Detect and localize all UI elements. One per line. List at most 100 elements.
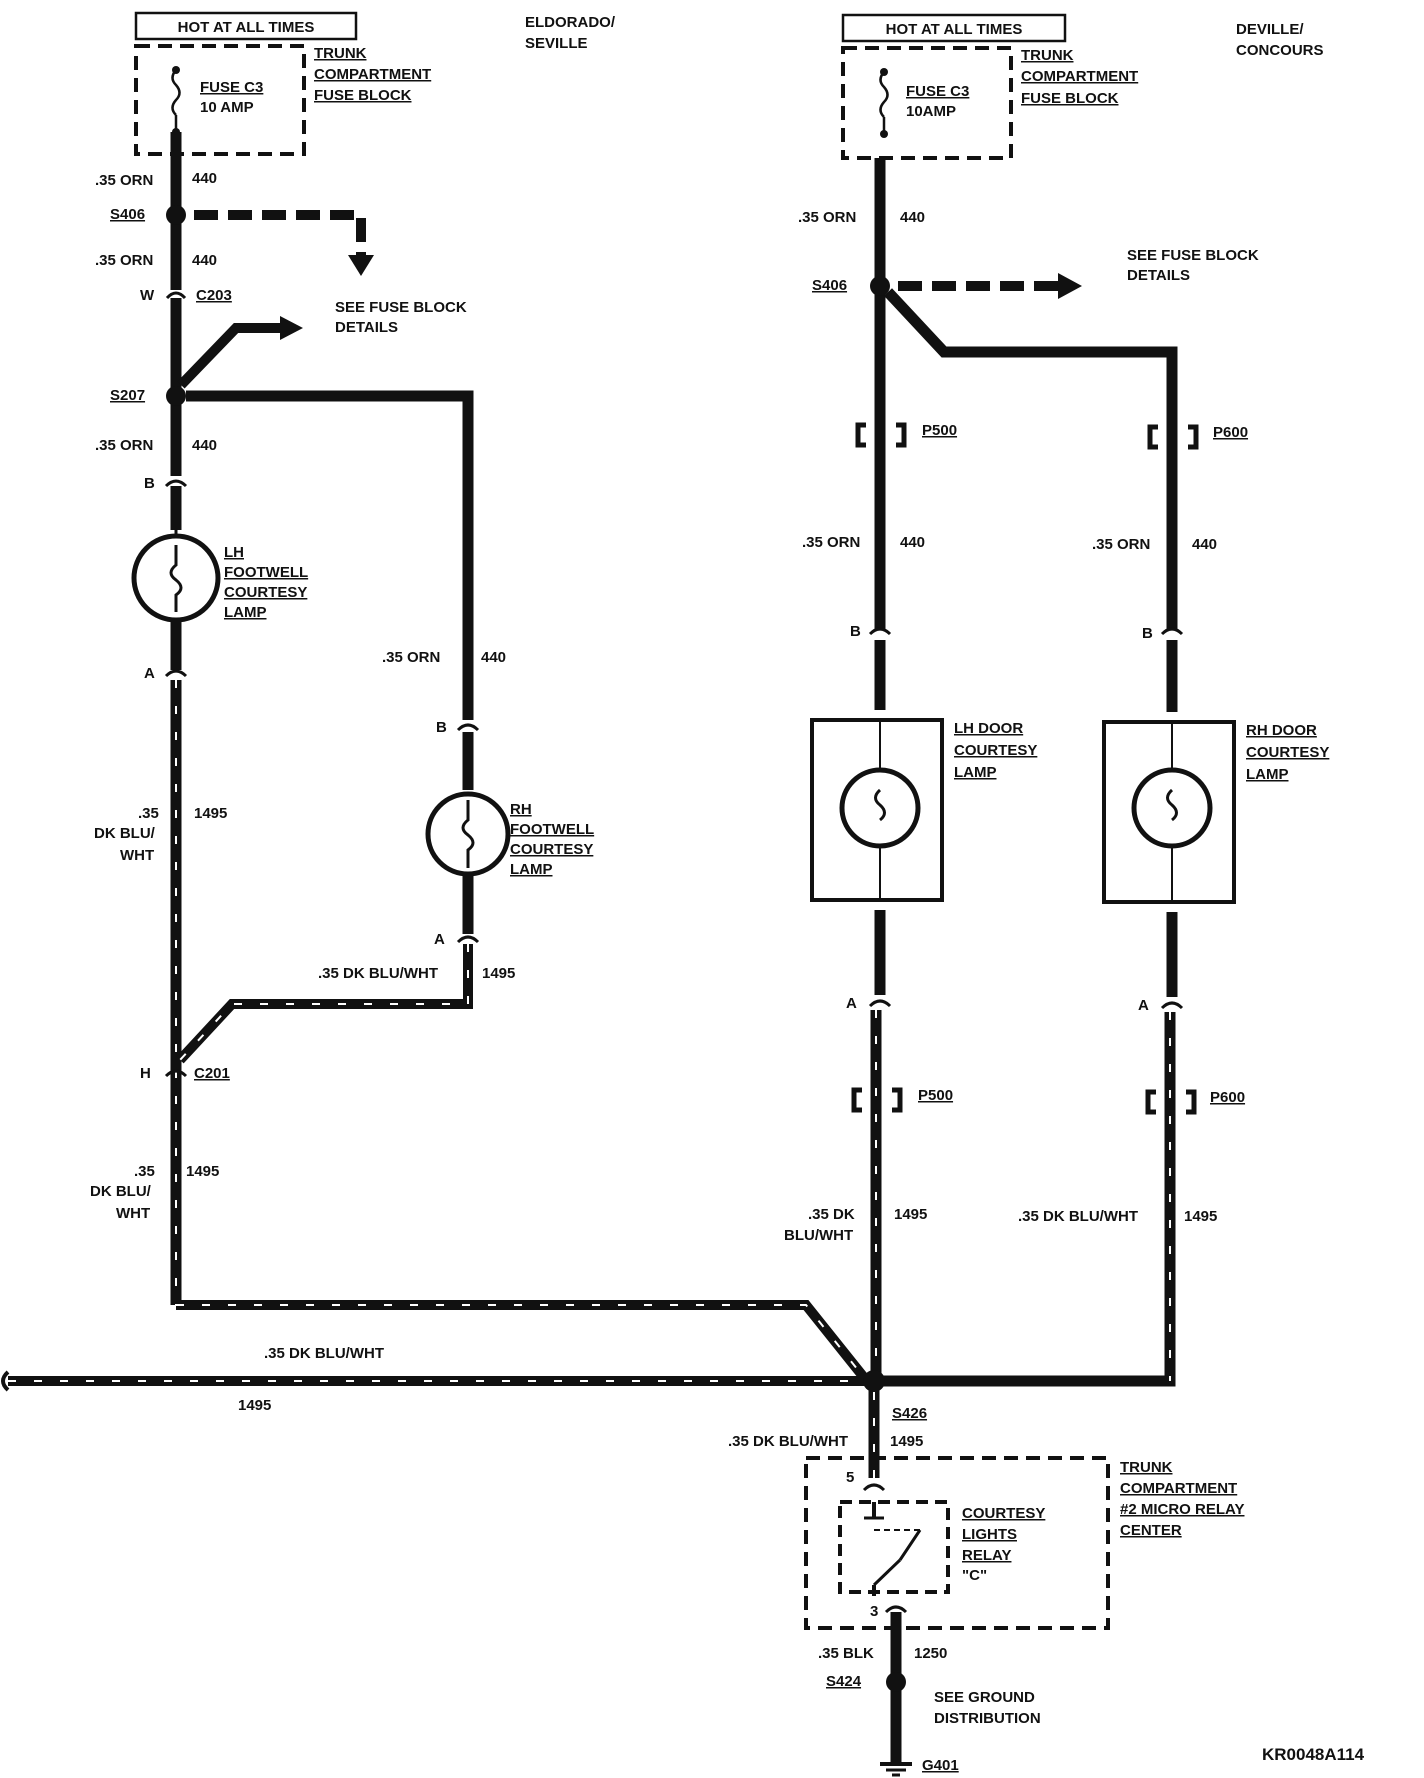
lh-door-label-3: LAMP <box>954 764 997 781</box>
right-circuit-440-2: 440 <box>900 534 925 551</box>
see-fuse-left-1: SEE FUSE BLOCK <box>335 299 467 316</box>
micro-relay-center <box>804 1456 1110 1630</box>
connector-p600-top <box>1147 424 1199 450</box>
connector-c203 <box>165 290 187 300</box>
lh-footwell-label-2: FOOTWELL <box>224 564 308 581</box>
p600-top-label: P600 <box>1213 424 1248 441</box>
c203-pin: W <box>140 287 155 304</box>
s426-label: S426 <box>892 1405 927 1422</box>
conn-rh-a <box>456 935 480 944</box>
courtesy-lights-relay <box>838 1500 950 1594</box>
right-circuit-1495-1: 1495 <box>894 1206 927 1223</box>
c201-label: C201 <box>194 1065 230 1082</box>
s406-right-label: S406 <box>812 277 847 294</box>
lh-door-label-2: COURTESY <box>954 742 1037 759</box>
bus-wire-label: .35 DK BLU/WHT <box>264 1345 384 1362</box>
arrow-fuse-details-left-1 <box>194 210 366 258</box>
rh-door-label-2: COURTESY <box>1246 744 1329 761</box>
lh-pin-a: A <box>144 665 155 682</box>
c203-label: C203 <box>196 287 232 304</box>
connector-p500-top <box>855 422 907 448</box>
hot-box-left <box>134 11 358 41</box>
hot-box-right <box>841 13 1067 43</box>
rh-footwell-label-1: RH <box>510 801 532 818</box>
relay-center-label-2: COMPARTMENT <box>1120 1480 1237 1497</box>
circuit-440-3: 440 <box>192 437 217 454</box>
circuit-440-1: 440 <box>192 170 217 187</box>
lh-door-filament <box>874 788 886 822</box>
model-seville: SEVILLE <box>525 35 588 52</box>
s406-left-label: S406 <box>110 206 145 223</box>
relay-label-3: RELAY <box>962 1547 1011 1564</box>
conn-rh-door-b <box>1160 627 1184 636</box>
lh-door-pin-a: A <box>846 995 857 1012</box>
fuse-block-left-label-2: COMPARTMENT <box>314 66 431 83</box>
wire-label-orn-1: .35 ORN <box>95 172 153 189</box>
bus-continuation-icon <box>1 1370 10 1392</box>
rh-footwell-label-4: LAMP <box>510 861 553 878</box>
fuse-block-left <box>134 44 306 156</box>
wire-label-orn-2: .35 ORN <box>95 252 153 269</box>
lh-door-lamp-icon <box>839 767 921 849</box>
right-circuit-440-3: 440 <box>1192 536 1217 553</box>
connector-p600-bottom <box>1145 1089 1197 1115</box>
splice-s406-right <box>870 276 890 296</box>
fuse-name-left: FUSE C3 <box>200 79 263 96</box>
lh-footwell-label-3: COURTESY <box>224 584 307 601</box>
c201-pin: H <box>140 1065 151 1082</box>
wire-label-dkblu-1: DK BLU/ <box>94 825 156 842</box>
relay-label-2: LIGHTS <box>962 1526 1017 1543</box>
wire-label-35-2: .35 <box>134 1163 155 1180</box>
bus-circuit-label: 1495 <box>238 1397 271 1414</box>
right-wire-orn-1: .35 ORN <box>798 209 856 226</box>
see-fuse-right-1: SEE FUSE BLOCK <box>1127 247 1259 264</box>
wire-label-dkblu-2: DK BLU/ <box>90 1183 152 1200</box>
model-deville: DEVILLE/ <box>1236 21 1304 38</box>
right-wire-orn-3: .35 ORN <box>1092 536 1150 553</box>
right-circuit-1495-2: 1495 <box>1184 1208 1217 1225</box>
rh-footwell-label-3: COURTESY <box>510 841 593 858</box>
wire-label-35-1: .35 <box>138 805 159 822</box>
see-fuse-right-2: DETAILS <box>1127 267 1190 284</box>
rh-footwell-label-2: FOOTWELL <box>510 821 594 838</box>
wire-label-wht-2: WHT <box>116 1205 150 1222</box>
right-circuit-440-1: 440 <box>900 209 925 226</box>
circuit-1495-1: 1495 <box>194 805 227 822</box>
lh-footwell-filament <box>169 545 183 612</box>
circuit-1495-3: 1495 <box>186 1163 219 1180</box>
fuse-block-right-label-1: TRUNK <box>1021 47 1074 64</box>
circuit-1495-2: 1495 <box>482 965 515 982</box>
right-wire-bluwht: BLU/WHT <box>784 1227 853 1244</box>
rh-pin-a: A <box>434 931 445 948</box>
circuit-440-2: 440 <box>192 252 217 269</box>
fuse-block-left-label-3: FUSE BLOCK <box>314 87 412 104</box>
conn-rh-door-a <box>1160 1001 1184 1010</box>
wire-1495-left-to-s426-stripe <box>176 1304 867 1381</box>
wire-440-to-rh-footwell <box>186 390 474 720</box>
relay-circuit-label: 1495 <box>890 1433 923 1450</box>
relay-pin-5: 5 <box>846 1469 854 1486</box>
relay-center-label-3: #2 MICRO RELAY <box>1120 1501 1244 1518</box>
ground-note-2: DISTRIBUTION <box>934 1710 1041 1727</box>
wire-1495-rh-door <box>876 1012 1176 1387</box>
p500-top-label: P500 <box>922 422 957 439</box>
ground-circuit-label: 1250 <box>914 1645 947 1662</box>
conn-relay-pin3 <box>884 1605 908 1614</box>
splice-s424 <box>886 1672 906 1692</box>
see-fuse-left-2: DETAILS <box>335 319 398 336</box>
lh-footwell-label-4: LAMP <box>224 604 267 621</box>
fuse-rating-left: 10 AMP <box>200 99 254 116</box>
right-wire-orn-2: .35 ORN <box>802 534 860 551</box>
fuse-block-left-label: TRUNK <box>314 45 367 62</box>
rh-door-filament <box>1166 788 1178 822</box>
fuse-block-right <box>841 46 1013 160</box>
lh-pin-b: B <box>144 475 155 492</box>
hot-label-right: HOT AT ALL TIMES <box>886 21 1023 38</box>
conn-lh-door-a <box>868 999 892 1008</box>
wire-label-wht-1: WHT <box>120 847 154 864</box>
fuse-name-right: FUSE C3 <box>906 83 969 100</box>
s207-label: S207 <box>110 387 145 404</box>
relay-center-label-4: CENTER <box>1120 1522 1182 1539</box>
model-eldorado: ELDORADO/ <box>525 14 616 31</box>
